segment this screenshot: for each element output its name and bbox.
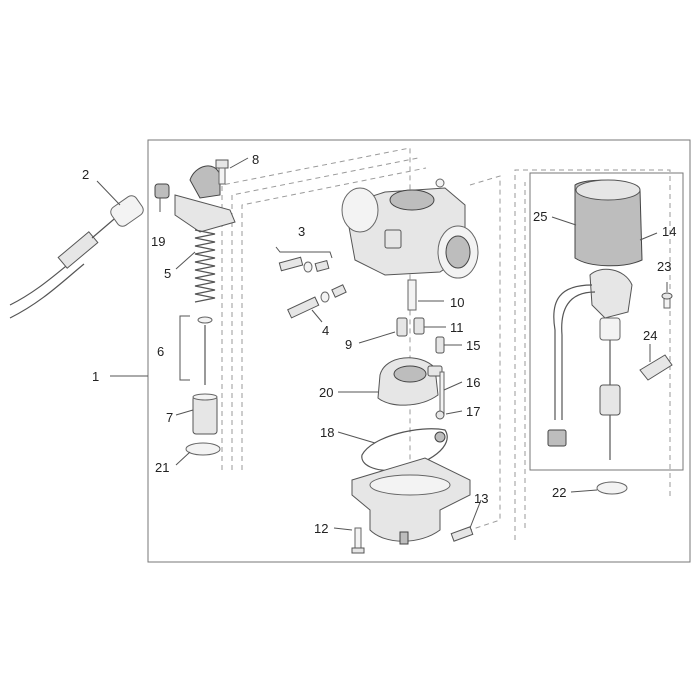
carburetor-body (341, 178, 479, 279)
callout-labels: 1 2 3 4 5 6 7 8 9 10 11 12 13 14 15 16 1… (82, 152, 676, 536)
callout-8: 8 (252, 152, 259, 167)
bowl-screw-head (351, 547, 365, 554)
jets (396, 279, 445, 354)
callout-7: 7 (166, 410, 173, 425)
screw-17 (435, 410, 445, 420)
choke-cover (574, 179, 643, 267)
adjust-screws (278, 256, 347, 319)
throttle-cable (9, 195, 144, 319)
callout-10: 10 (450, 295, 464, 310)
leader-lines (96, 157, 668, 531)
callout-1: 1 (92, 369, 99, 384)
callout-11: 11 (450, 320, 464, 335)
callout-20: 20 (319, 385, 333, 400)
callout-3: 3 (298, 224, 305, 239)
gasket-hole (434, 431, 446, 443)
throttle-slide (192, 393, 218, 435)
dashed-projection-lines (221, 147, 671, 540)
slide-spring (194, 229, 216, 303)
screw-23-head (661, 292, 673, 300)
auto-choke (547, 268, 633, 460)
callout-21: 21 (155, 460, 169, 475)
callout-17: 17 (466, 404, 480, 419)
callout-9: 9 (345, 337, 352, 352)
callout-6: 6 (157, 344, 164, 359)
callout-12: 12 (314, 521, 328, 536)
float-bowl (351, 457, 471, 545)
assembly-frame (147, 139, 691, 563)
callout-16: 16 (466, 375, 480, 390)
choke-group-frame (529, 172, 684, 471)
jet-needle (197, 316, 213, 385)
callout-25: 25 (533, 209, 547, 224)
drain-screw (450, 526, 474, 542)
carb-top-cap (154, 159, 236, 233)
o-ring-21 (185, 442, 221, 456)
choke-bracket (639, 354, 673, 381)
callout-14: 14 (662, 224, 676, 239)
callout-18: 18 (320, 425, 334, 440)
callout-5: 5 (164, 266, 171, 281)
callout-24: 24 (643, 328, 657, 343)
callout-15: 15 (466, 338, 480, 353)
float-pin (439, 371, 445, 415)
float (377, 357, 443, 406)
callout-23: 23 (657, 259, 671, 274)
callout-2: 2 (82, 167, 89, 182)
o-ring-22 (596, 481, 628, 495)
callout-13: 13 (474, 491, 488, 506)
callout-4: 4 (322, 323, 329, 338)
float-bowl-gasket (361, 428, 448, 471)
callout-19: 19 (151, 234, 165, 249)
callout-22: 22 (552, 485, 566, 500)
